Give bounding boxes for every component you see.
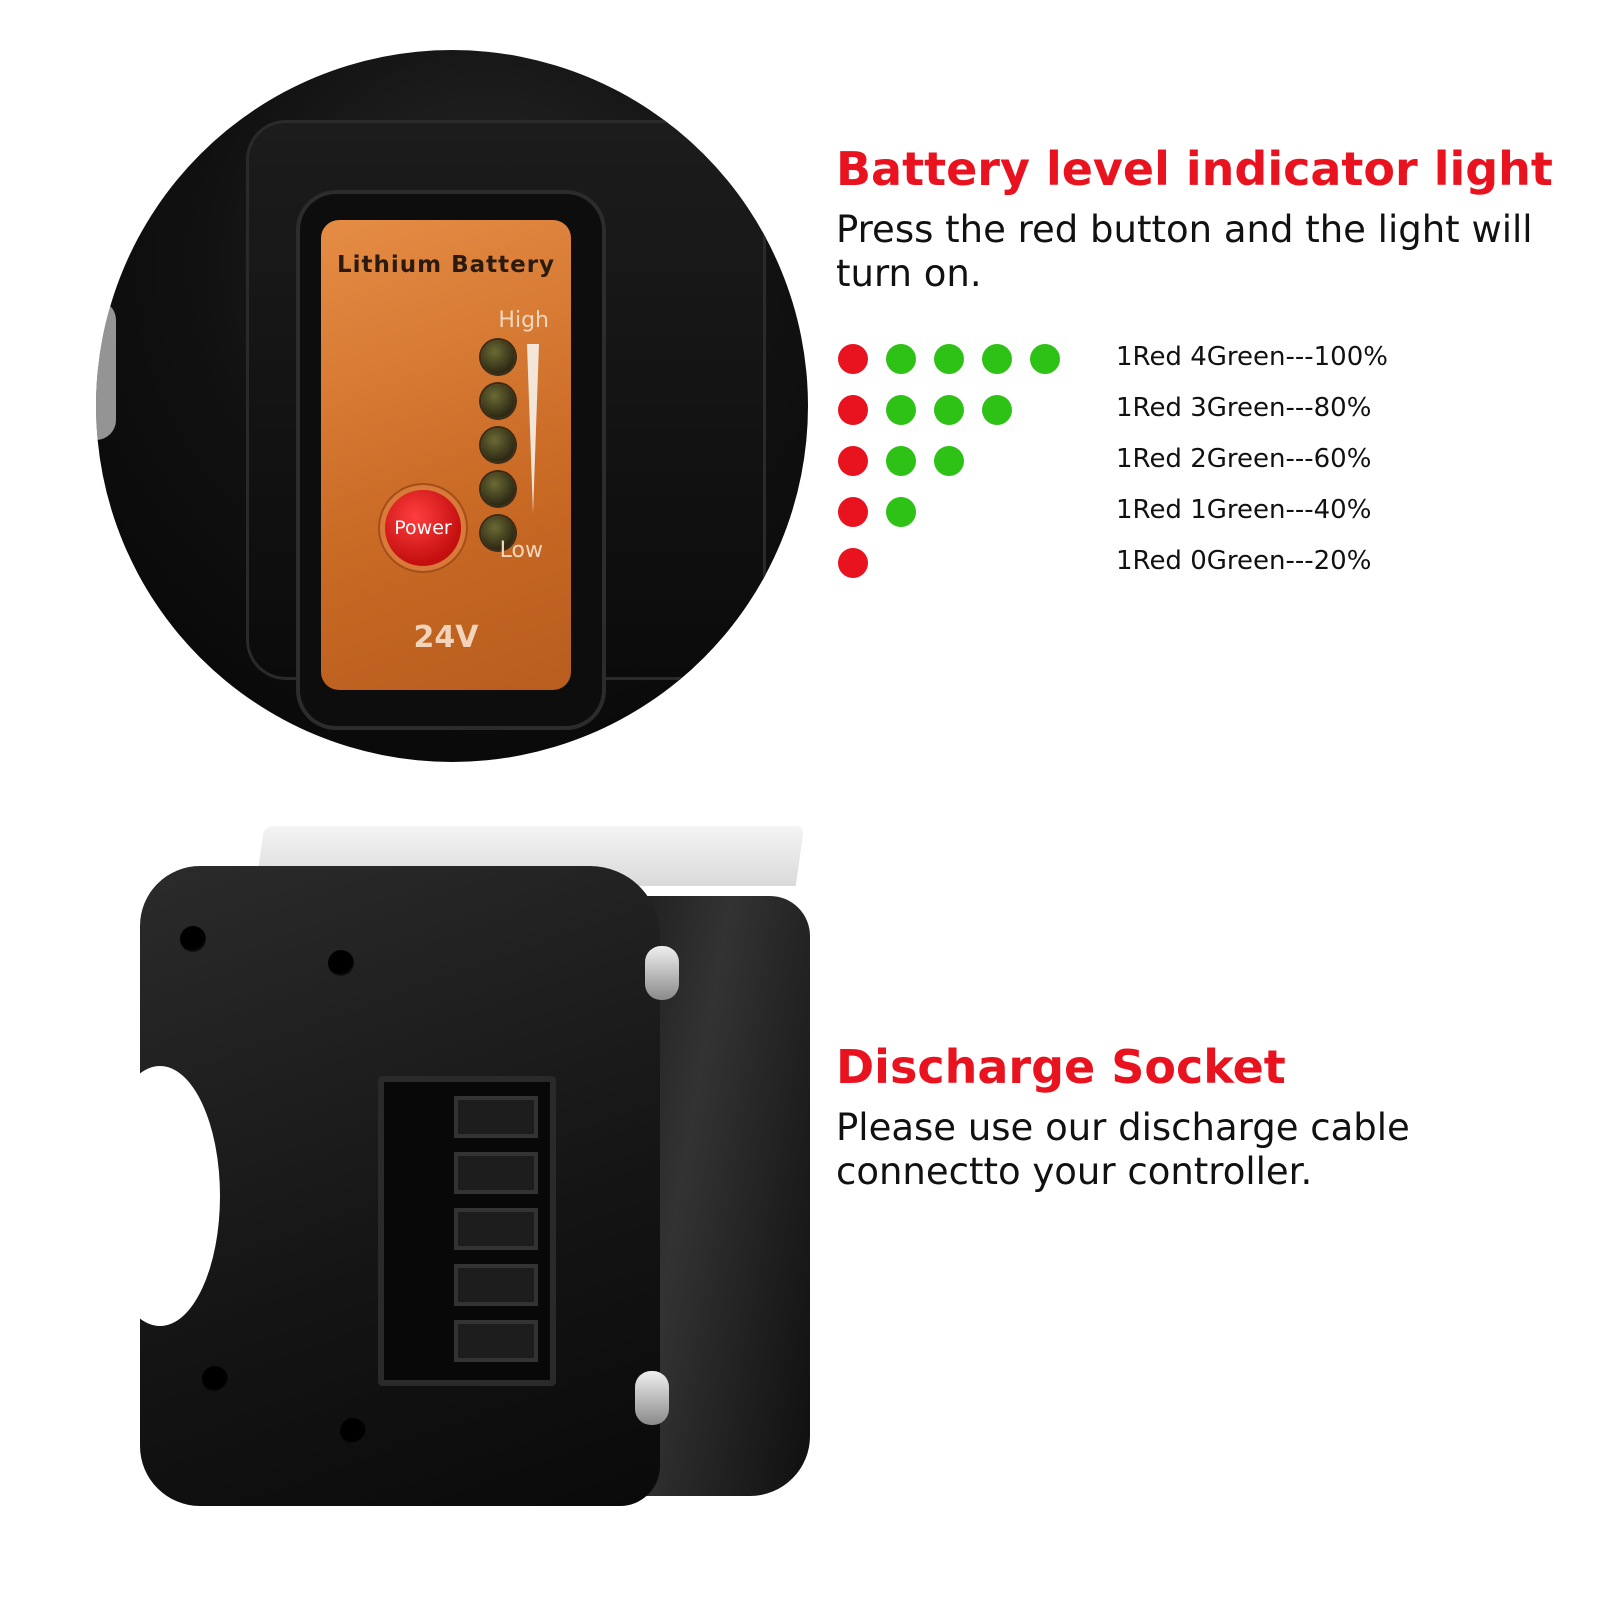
socket-pin xyxy=(454,1208,538,1250)
battery-level-legend: 1Red 4Green---100% 1Red 3Green---80% 1Red … xyxy=(838,340,1478,595)
mount-hole-icon xyxy=(328,950,354,976)
screw-icon xyxy=(635,1371,669,1425)
legend-label: 1Red 0Green---20% xyxy=(1116,546,1372,576)
discharge-socket-photo xyxy=(100,826,820,1516)
green-dot-icon xyxy=(886,446,916,476)
mount-hole-icon xyxy=(202,1366,228,1392)
screw-icon xyxy=(645,946,679,1000)
green-dot-icon xyxy=(886,344,916,374)
legend-label: 1Red 2Green---60% xyxy=(1116,444,1372,474)
case-face xyxy=(100,866,660,1506)
green-dot-icon xyxy=(934,446,964,476)
mount-bump xyxy=(96,300,116,440)
legend-label: 1Red 3Green---80% xyxy=(1116,393,1372,423)
power-button: Power xyxy=(385,490,461,566)
socket-pin xyxy=(454,1264,538,1306)
socket-pin xyxy=(454,1152,538,1194)
legend-row: 1Red 4Green---100% xyxy=(838,340,1478,391)
legend-label: 1Red 1Green---40% xyxy=(1116,495,1372,525)
battery-section-title: Battery level indicator light xyxy=(836,142,1553,196)
socket-pin xyxy=(454,1320,538,1362)
low-label: Low xyxy=(499,538,543,563)
high-label: High xyxy=(498,308,549,333)
socket-section-title: Discharge Socket xyxy=(836,1040,1286,1094)
green-dot-icon xyxy=(982,344,1012,374)
mount-hole-icon xyxy=(340,1418,366,1444)
led-2-icon xyxy=(481,384,515,418)
green-dot-icon xyxy=(934,395,964,425)
mount-hole-icon xyxy=(180,926,206,952)
led-3-icon xyxy=(481,428,515,462)
red-dot-icon xyxy=(838,548,868,578)
red-dot-icon xyxy=(838,344,868,374)
red-dot-icon xyxy=(838,497,868,527)
red-dot-icon xyxy=(838,395,868,425)
green-dot-icon xyxy=(1030,344,1060,374)
led-4-icon xyxy=(481,472,515,506)
battery-section-description: Press the red button and the light will … xyxy=(836,208,1533,295)
legend-row: 1Red 3Green---80% xyxy=(838,391,1478,442)
led-1-icon xyxy=(481,340,515,374)
green-dot-icon xyxy=(886,497,916,527)
red-dot-icon xyxy=(838,446,868,476)
power-label: Power xyxy=(394,517,452,539)
green-dot-icon xyxy=(982,395,1012,425)
case-notch xyxy=(100,1066,220,1326)
legend-row: 1Red 2Green---60% xyxy=(838,442,1478,493)
battery-indicator-photo: Lithium Battery High Power Low 24V xyxy=(96,50,808,762)
socket-section-description: Please use our discharge cable connectto… xyxy=(836,1106,1410,1193)
led-5-icon xyxy=(481,516,515,550)
green-dot-icon xyxy=(886,395,916,425)
legend-row: 1Red 0Green---20% xyxy=(838,544,1478,595)
socket-pin xyxy=(454,1096,538,1138)
discharge-port xyxy=(378,1076,556,1386)
level-ramp-icon xyxy=(527,344,539,514)
panel-title: Lithium Battery xyxy=(336,252,556,278)
legend-row: 1Red 1Green---40% xyxy=(838,493,1478,544)
voltage-label: 24V xyxy=(413,620,479,655)
green-dot-icon xyxy=(934,344,964,374)
legend-label: 1Red 4Green---100% xyxy=(1116,342,1388,372)
indicator-panel: Lithium Battery High Power Low 24V xyxy=(321,220,571,690)
